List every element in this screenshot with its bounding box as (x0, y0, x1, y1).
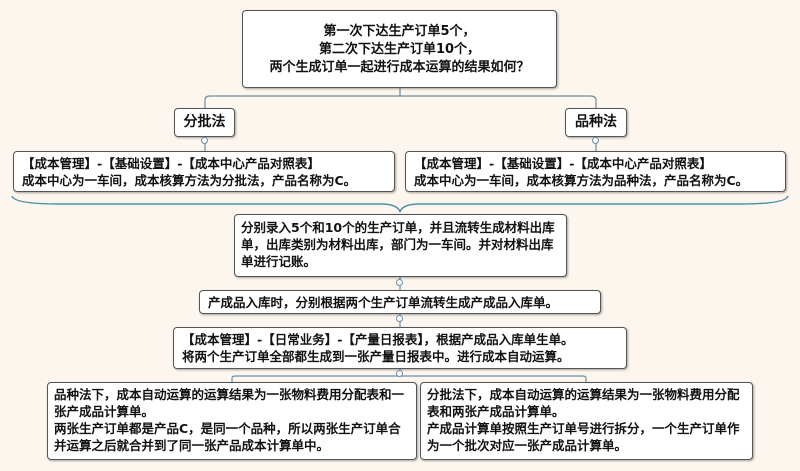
result-variety-method[interactable]: 品种法下，成本自动运算的运算结果为一张物料费用分配表和一张产成品计算单。 两张生… (47, 382, 417, 460)
collapse-toggle[interactable] (396, 279, 403, 286)
collapse-toggle[interactable] (592, 137, 599, 144)
branch-variety-method[interactable]: 品种法 (565, 108, 627, 137)
root-question[interactable]: 第一次下达生产订单5个， 第二次下达生产订单10个， 两个生成订单一起进行成本运… (242, 10, 557, 88)
collapse-toggle[interactable] (396, 370, 403, 377)
collapse-toggle[interactable] (201, 137, 208, 144)
step-material-issue[interactable]: 分别录入5个和10个的生产订单，并且流转生成材料出库单，出库类别为材料出库，部门… (234, 214, 567, 277)
collapse-toggle[interactable] (396, 315, 403, 322)
branch-batch-method[interactable]: 分批法 (174, 108, 235, 137)
step-daily-output-report[interactable]: 【成本管理】-【日常业务】-【产量日报表】，根据产成品入库单生单。 将两个生产订… (173, 327, 627, 369)
step-finished-goods-receipt[interactable]: 产成品入库时，分别根据两个生产订单流转生成产成品入库单。 (199, 290, 601, 314)
branch-variety-desc[interactable]: 【成本管理】-【基础设置】-【成本中心产品对照表】 成本中心为一车间，成本核算方… (405, 151, 786, 192)
summary-brace (11, 195, 789, 213)
root-connector (204, 88, 597, 108)
branch-batch-desc[interactable]: 【成本管理】-【基础设置】-【成本中心产品对照表】 成本中心为一车间，成本核算方… (13, 151, 395, 192)
result-batch-method[interactable]: 分批法下，成本自动运算的运算结果为一张物料费用分配表和两张产成品计算单。 产成品… (420, 382, 753, 460)
